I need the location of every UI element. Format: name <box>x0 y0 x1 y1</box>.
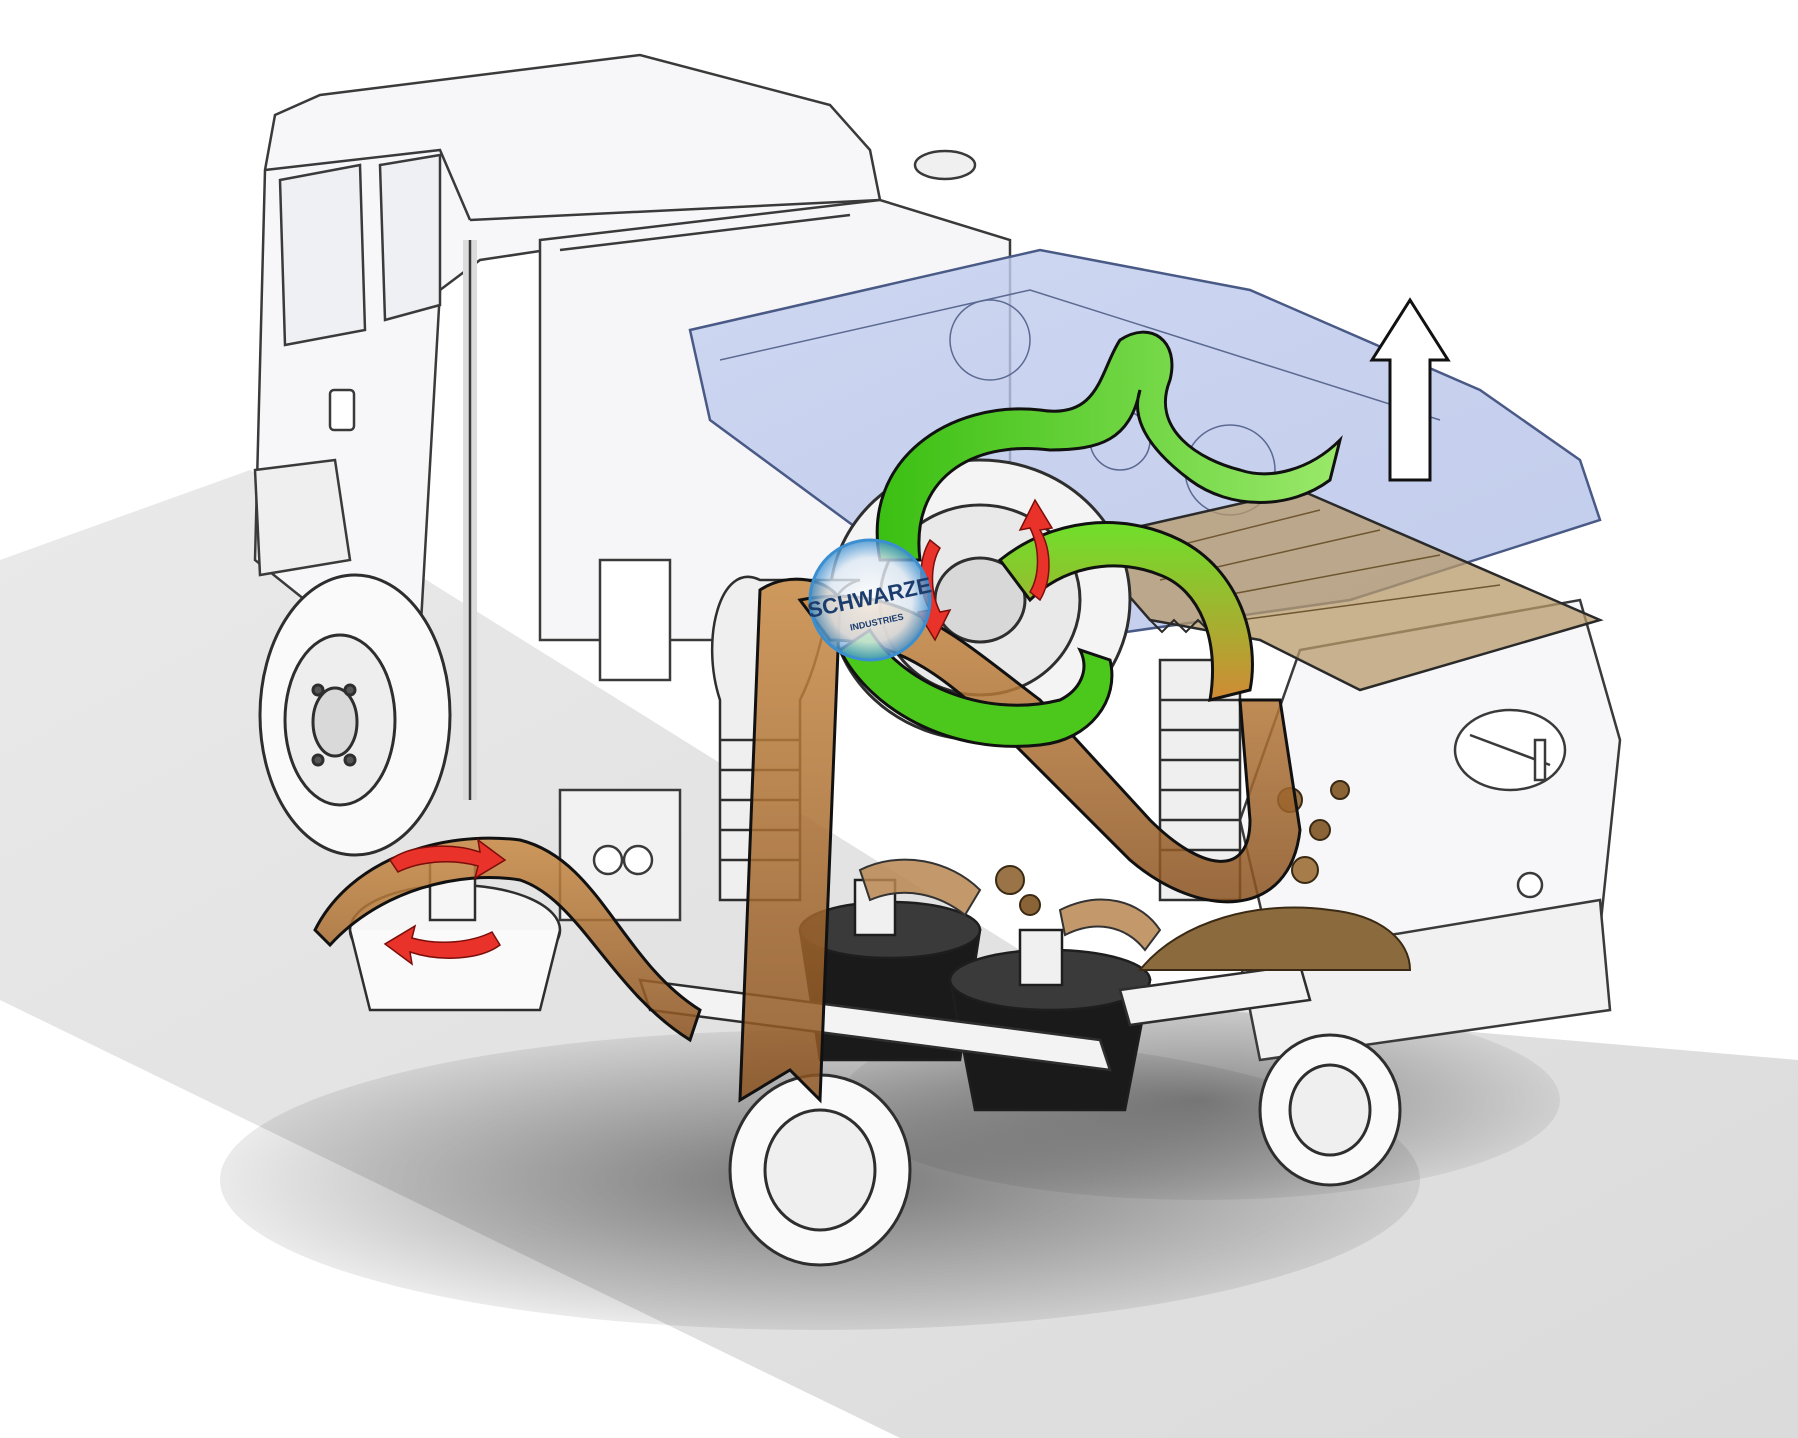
debris-airflow-arrows <box>313 577 1302 1104</box>
truck-cab <box>253 53 977 642</box>
up-arrow-icon <box>1369 297 1451 482</box>
rear-wheels <box>728 1033 1402 1267</box>
front-wheel <box>258 573 452 857</box>
clean-airflow-arrows <box>838 330 1343 748</box>
side-broom <box>348 858 562 1012</box>
rear-hopper-door <box>1238 598 1622 1062</box>
schwarze-logo: SCHWARZE INDUSTRIES <box>805 538 934 662</box>
